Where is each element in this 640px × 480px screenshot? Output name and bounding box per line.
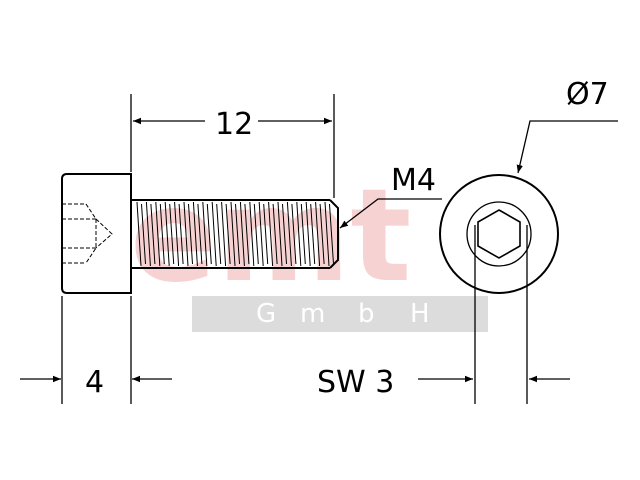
thread-root-line	[225, 203, 231, 265]
thread-crest-line	[136, 201, 142, 267]
dimension-length	[130, 94, 335, 198]
dimension-hex-socket	[418, 225, 570, 404]
thread-crest-line	[305, 201, 311, 267]
thread-root-line	[159, 203, 165, 265]
thread-root-line	[329, 203, 334, 265]
thread-crest-line	[324, 201, 330, 267]
thread-crest-line	[202, 201, 208, 267]
screw-head	[61, 173, 132, 294]
watermark-bar	[192, 296, 488, 332]
thread-root-line	[150, 203, 156, 265]
thread-crest-line	[183, 201, 189, 267]
watermark-letter-1: G	[256, 299, 276, 329]
thread-crest-line	[296, 201, 302, 267]
head-diameter-label: Ø7	[566, 77, 609, 112]
thread-crest-line	[286, 201, 292, 267]
thread-root-line	[282, 203, 287, 265]
thread-label: M4	[391, 163, 436, 198]
thread-root-line	[272, 203, 278, 265]
hex-socket-label: SW 3	[317, 365, 394, 400]
thread-crest-line	[192, 201, 198, 267]
screw-end-view	[439, 174, 559, 294]
thread-root-line	[291, 203, 297, 265]
hex-socket	[477, 209, 521, 259]
thread-crest-line	[230, 201, 236, 267]
thread-root-line	[253, 203, 259, 265]
thread-crest-line	[221, 201, 227, 267]
thread-root-line	[169, 203, 175, 265]
thread-root-line	[197, 203, 203, 265]
head-outline	[439, 174, 559, 294]
watermark-letter-3: b	[358, 299, 375, 329]
thread-root-line	[319, 203, 325, 265]
thread-root-line	[310, 203, 316, 265]
thread-crest-line	[258, 201, 264, 267]
thread-root-line	[141, 203, 146, 265]
thread-crest-line	[155, 201, 161, 267]
watermark-letter-4: H	[410, 299, 430, 329]
thread-crest-line	[277, 201, 283, 267]
thread-root-line	[188, 203, 193, 265]
thread-root-line	[300, 203, 306, 265]
dimension-head-diameter	[516, 120, 618, 174]
dimension-head-height	[20, 296, 172, 404]
head-height-label: 4	[85, 365, 104, 400]
thread-root-line	[235, 203, 240, 265]
thread-root-line	[216, 203, 222, 265]
thread-lines	[136, 201, 334, 267]
socket-counterbore	[466, 201, 532, 267]
thread-crest-line	[315, 201, 321, 267]
screw-side-view	[61, 173, 339, 294]
thread-crest-line	[239, 201, 245, 267]
thread-root-line	[244, 203, 250, 265]
thread-root-line	[178, 203, 184, 265]
thread-crest-line	[164, 201, 170, 267]
thread-crest-line	[268, 201, 274, 267]
watermark: emt G m b H	[130, 162, 488, 332]
watermark-letter-2: m	[300, 299, 325, 329]
screw-shank	[131, 199, 339, 269]
thread-crest-line	[145, 201, 151, 267]
thread-crest-line	[174, 201, 180, 267]
thread-root-line	[263, 203, 269, 265]
hex-socket-hidden-lines	[62, 203, 113, 264]
thread-crest-line	[211, 201, 217, 267]
length-label: 12	[215, 107, 253, 142]
thread-root-line	[206, 203, 212, 265]
dimension-thread	[339, 198, 442, 229]
thread-crest-line	[249, 201, 255, 267]
